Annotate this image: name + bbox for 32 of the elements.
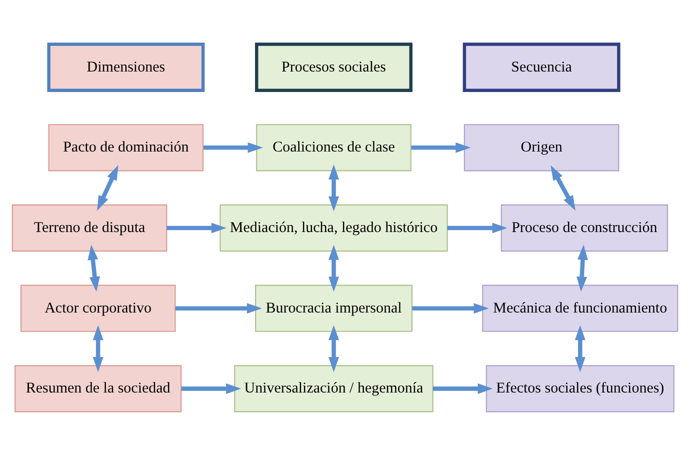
arrow [328,324,340,372]
node-box: Pacto de dominación [48,124,204,171]
arrow [576,244,588,292]
arrow [550,164,576,210]
node-box: Secuencia [462,42,620,92]
node-box: Terreno de disputa [12,204,168,252]
arrow [447,222,508,233]
arrow [412,302,489,314]
arrow [203,142,263,152]
node-box: Proceso de construcción [500,204,668,252]
arrow [432,382,493,394]
node-box: Efectos sociales (funciones) [486,364,674,412]
node-box: Burocracia impersonal [255,284,412,332]
arrow [97,164,118,210]
arrow [574,324,586,372]
node-box: Coaliciones de clase [256,124,412,171]
arrow [411,142,471,152]
arrow [166,222,226,233]
arrow [88,244,100,292]
node-box: Procesos sociales [255,42,412,92]
arrow [181,382,242,394]
arrow [92,324,104,372]
node-box: Universalización / hegemonía [234,364,434,412]
node-box: Mediación, lucha, legado histórico [220,204,448,252]
arrow [175,302,262,314]
node-box: Mecánica de funcionamiento [482,284,678,332]
node-box: Origen [464,124,620,171]
node-box: Resumen de la sociedad [14,364,182,412]
arrow [328,164,340,211]
node-box: Dimensiones [47,42,205,92]
arrow [328,244,340,292]
node-box: Actor corporativo [20,284,176,332]
